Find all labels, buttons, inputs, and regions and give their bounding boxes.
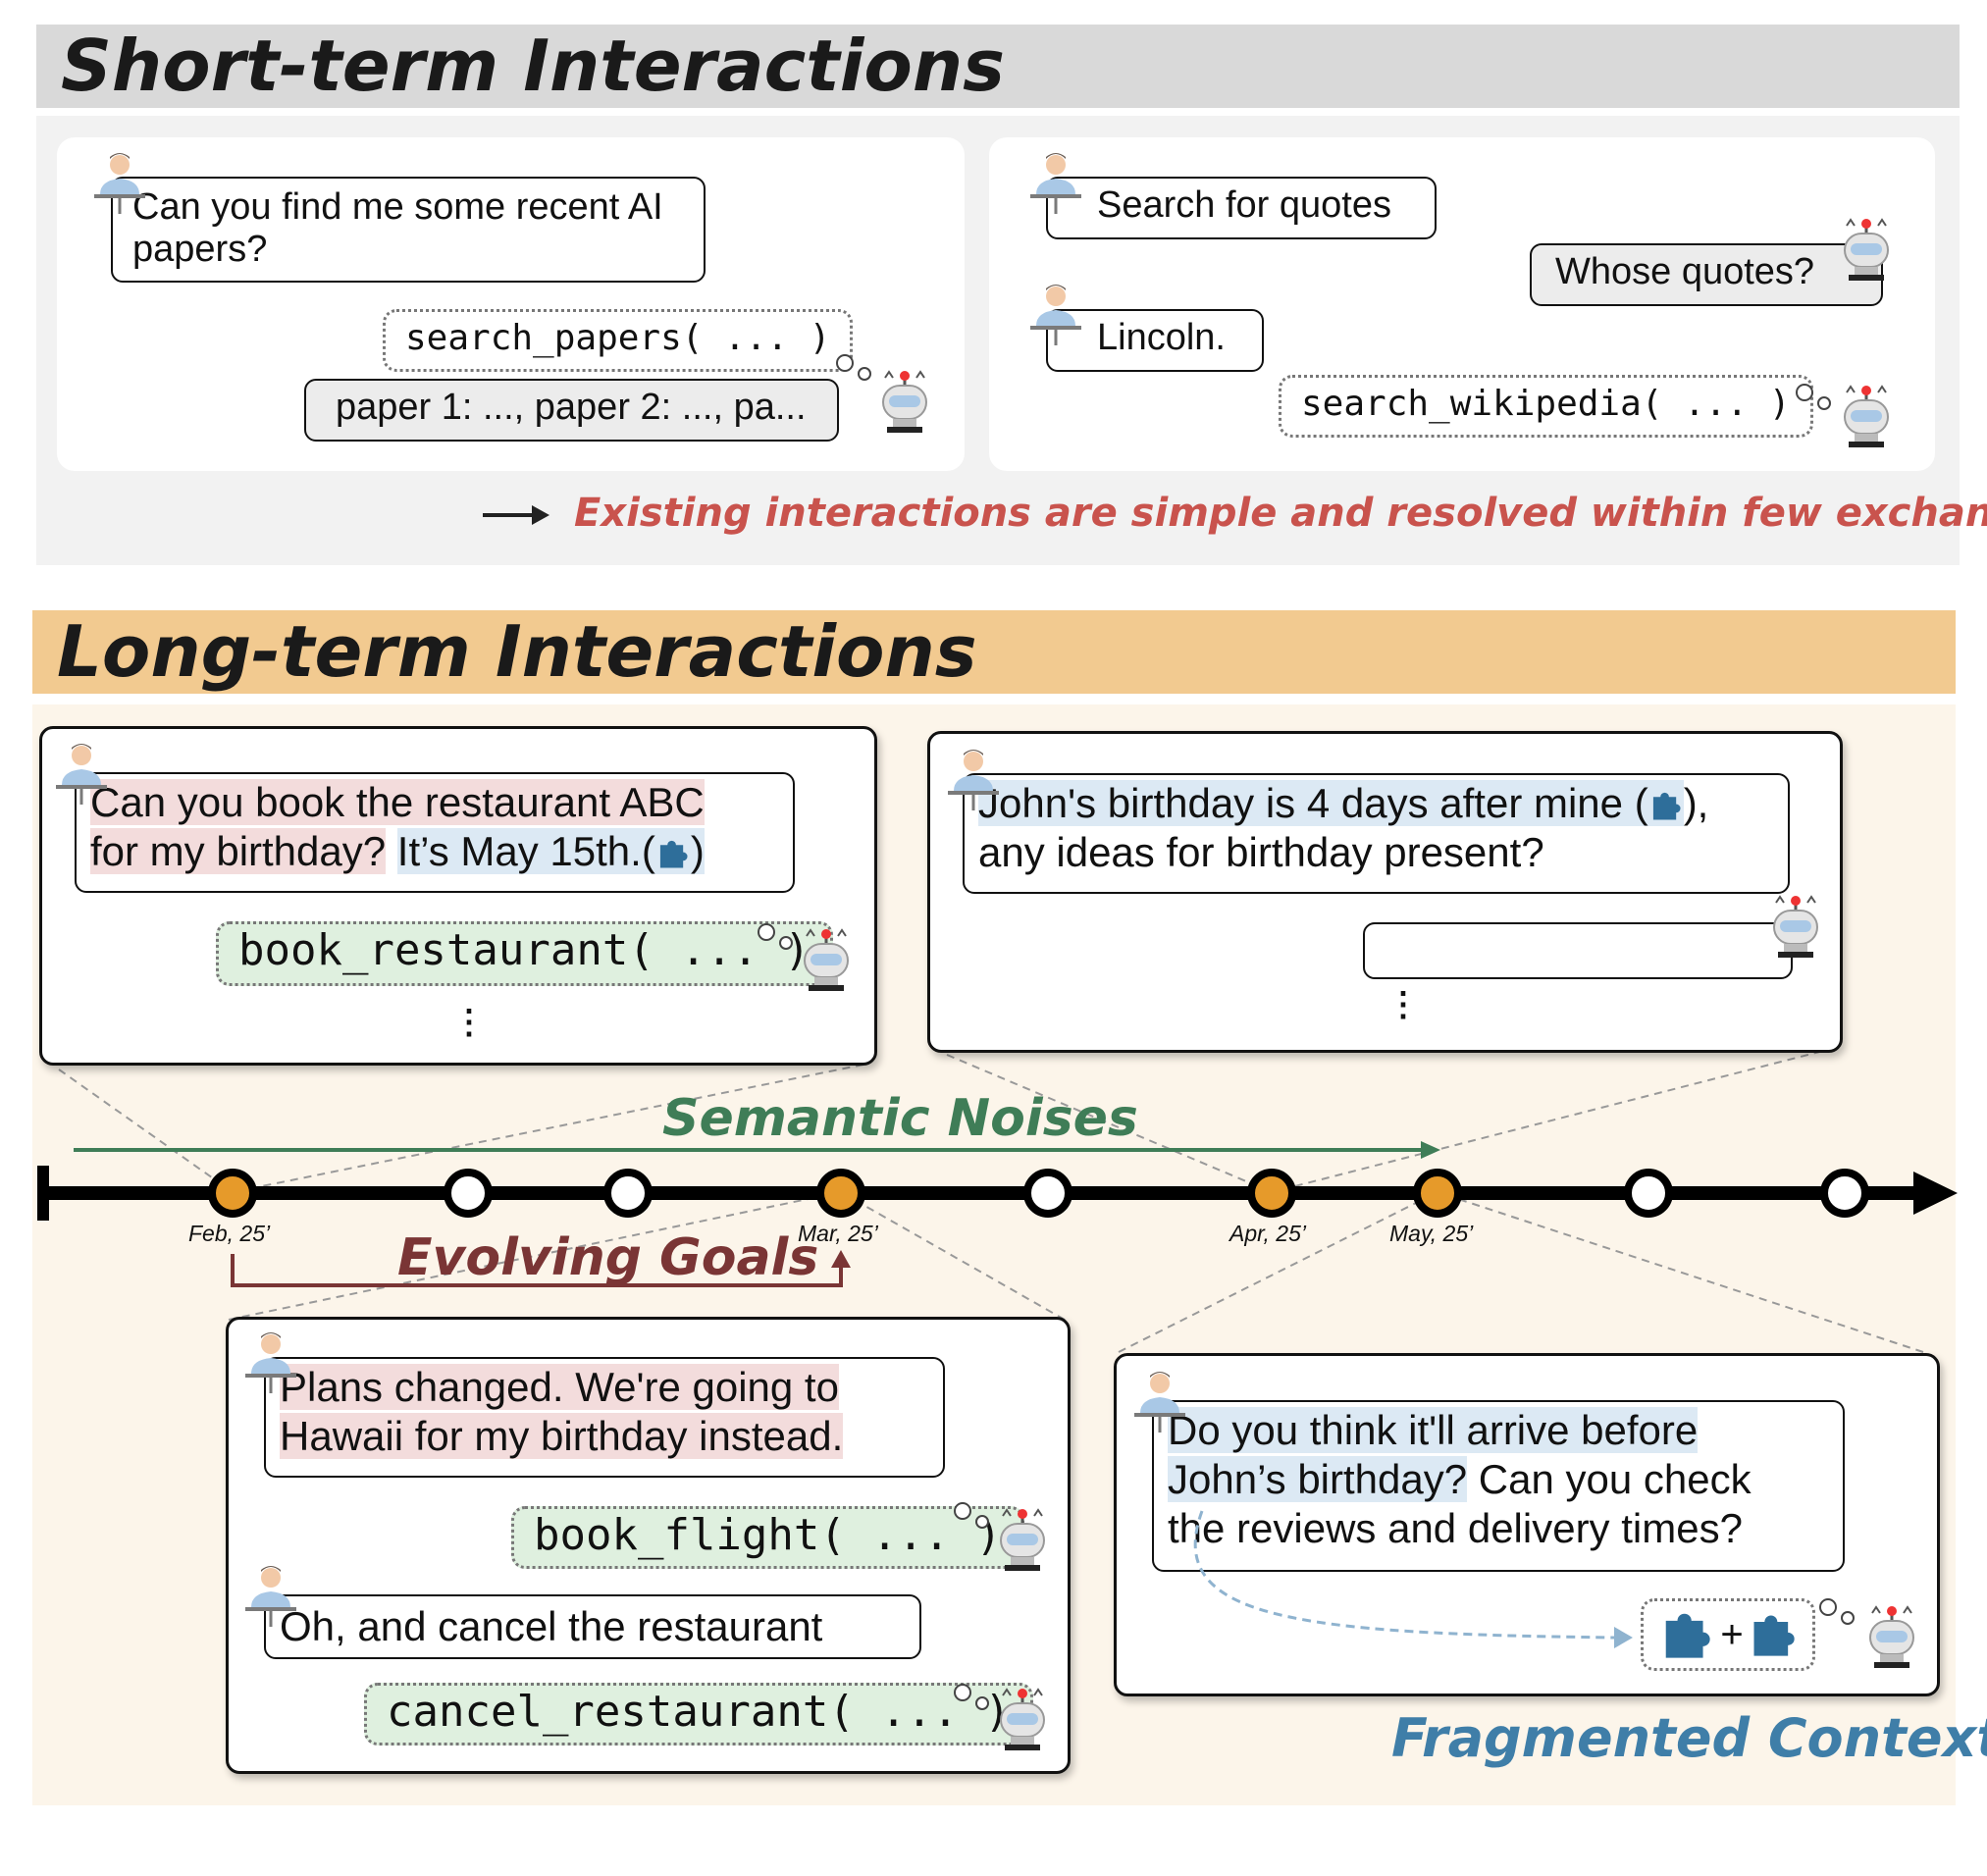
tool-call: search_papers( ... ) (383, 309, 854, 372)
robot-icon (1869, 1605, 1914, 1668)
timeline-node-feb (208, 1169, 257, 1218)
user-icon (245, 1332, 296, 1393)
date-mar: Mar, 25’ (798, 1221, 878, 1246)
user-message: Can you book the restaurant ABC for my b… (75, 772, 795, 893)
short-term-title: Short-term Interactions (61, 25, 1005, 107)
long-term-header: Long-term Interactions (32, 610, 1956, 694)
user-message-2: Lincoln. (1046, 309, 1264, 372)
date-apr: Apr, 25’ (1229, 1221, 1306, 1246)
tool-call: search_wikipedia( ... ) (1279, 375, 1813, 438)
tool-result: paper 1: ..., paper 2: ..., pa... (304, 379, 839, 442)
combined-context: + (1641, 1598, 1815, 1671)
user-icon (1030, 285, 1081, 345)
date-may: May, 25’ (1389, 1221, 1474, 1246)
tool-call-cancel: cancel_restaurant( ... ) (364, 1683, 1033, 1746)
timeline-node-apr (1247, 1169, 1296, 1218)
short-left-card: Can you find me some recent AI papers? s… (57, 137, 965, 471)
short-right-card: Search for quotes Whose quotes? Lincoln.… (989, 137, 1935, 471)
robot-icon (1000, 1508, 1045, 1571)
thought-bubble-icon (954, 1684, 989, 1710)
mar-conversation-card: Plans changed. We're going to Hawaii for… (226, 1317, 1071, 1774)
robot-icon (804, 928, 849, 991)
robot-icon (1000, 1688, 1045, 1750)
birthday-fact: It’s May 15th.() (396, 828, 705, 874)
agent-message: Whose quotes? (1530, 243, 1883, 306)
user-message: Plans changed. We're going to Hawaii for… (264, 1357, 945, 1478)
user-message-1-text: Search for quotes (1097, 184, 1391, 226)
query-text: Do you think it'll arrive before (1168, 1407, 1699, 1453)
thought-bubble-icon (1796, 384, 1831, 410)
puzzle-icon (1652, 792, 1681, 820)
cancel-request-text: Oh, and cancel the restaurant (280, 1603, 823, 1649)
apr-conversation-card: John's birthday is 4 days after mine (),… (927, 731, 1843, 1053)
request-text: any ideas for birthday present? (978, 829, 1544, 875)
user-icon (1030, 153, 1081, 214)
user-icon (94, 153, 145, 214)
user-message-2-text: Lincoln. (1097, 317, 1226, 358)
puzzle-icon (659, 840, 688, 868)
puzzle-icon (1753, 1615, 1795, 1656)
tool-call-flight: book_flight( ... ) (511, 1506, 1024, 1569)
may-conversation-card: Do you think it'll arrive before John’s … (1114, 1353, 1940, 1696)
arrow-right-icon (483, 505, 549, 525)
robot-icon (1844, 218, 1889, 281)
tool-result-text: paper 1: ..., paper 2: ..., pa... (336, 387, 807, 428)
long-term-title: Long-term Interactions (57, 610, 977, 693)
puzzle-icon (1666, 1613, 1710, 1658)
user-message-text: Can you find me some recent AI papers? (132, 186, 663, 270)
user-message: Do you think it'll arrive before John’s … (1152, 1400, 1845, 1572)
user-icon (1134, 1372, 1185, 1433)
request-text-cont: for my birthday? (90, 828, 387, 874)
relative-birthday-fact: John's birthday is 4 days after mine ( (978, 780, 1684, 826)
timeline-node-mar (816, 1169, 865, 1218)
short-term-header: Short-term Interactions (36, 25, 1960, 108)
query-text-check: Can you check (1478, 1456, 1752, 1502)
thought-bubble-icon (836, 354, 871, 381)
plus-sign: + (1720, 1613, 1744, 1656)
user-message: John's birthday is 4 days after mine (),… (963, 773, 1790, 894)
query-text-end: the reviews and delivery times? (1168, 1505, 1743, 1551)
robot-icon (1773, 895, 1818, 958)
thought-bubble-icon (758, 923, 793, 950)
plan-change-text: Plans changed. We're going to (280, 1364, 839, 1410)
evolving-goals-label: Evolving Goals (397, 1228, 819, 1287)
timeline-node-may (1413, 1169, 1462, 1218)
plan-change-text-cont: Hawaii for my birthday instead. (280, 1413, 844, 1459)
user-message-1: Search for quotes (1046, 177, 1437, 239)
agent-message-text: Whose quotes? (1555, 251, 1815, 292)
thought-bubble-icon (1819, 1598, 1855, 1625)
conclusion-note: Existing interactions are simple and res… (574, 491, 1987, 536)
fragmented-context-label: Fragmented Context (1391, 1707, 1987, 1769)
user-icon (245, 1566, 296, 1627)
thought-bubble-icon (954, 1502, 989, 1529)
date-feb: Feb, 25’ (188, 1221, 271, 1246)
user-icon (948, 750, 999, 810)
query-text-cont: John’s birthday? (1168, 1456, 1468, 1502)
user-icon (56, 744, 107, 805)
robot-icon (1844, 385, 1889, 447)
agent-response-empty (1363, 922, 1793, 979)
robot-icon (882, 370, 927, 433)
feb-conversation-card: Can you book the restaurant ABC for my b… (39, 726, 877, 1066)
user-message: Can you find me some recent AI papers? (111, 177, 706, 283)
tool-call: book_restaurant( ... ) (216, 921, 833, 986)
request-text: Can you book the restaurant ABC (90, 779, 705, 825)
semantic-noises-label: Semantic Noises (662, 1089, 1138, 1148)
user-message-2: Oh, and cancel the restaurant (264, 1594, 921, 1659)
